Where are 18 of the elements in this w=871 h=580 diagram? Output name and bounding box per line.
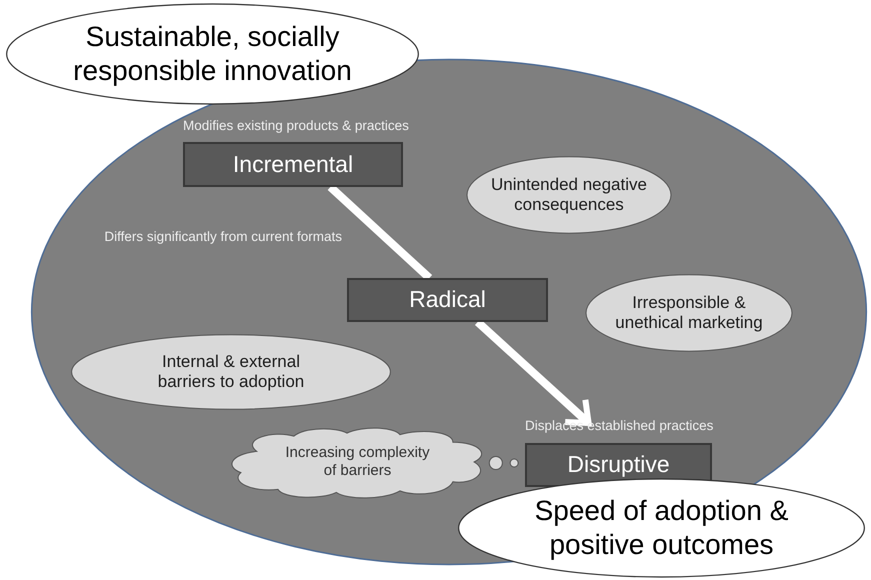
node-label: Internal & external barriers to adoption xyxy=(156,352,306,392)
title-ellipse xyxy=(457,478,866,578)
stage-description: Differs significantly from current formats xyxy=(103,229,342,244)
issue-ellipse xyxy=(466,156,672,234)
node-label: Sustainable, socially responsible innovation xyxy=(72,20,353,88)
node-label: Disruptive xyxy=(567,451,670,479)
node-label: Incremental xyxy=(232,150,354,178)
node-label: Unintended negative consequences xyxy=(490,174,648,216)
node-label: Increasing complexity of barriers xyxy=(284,444,431,480)
node-label: Irresponsible & unethical marketing xyxy=(614,292,764,334)
node-label: Speed of adoption & positive outcomes xyxy=(534,494,790,562)
node-label: Radical xyxy=(409,286,486,314)
stage-box xyxy=(347,278,548,322)
issue-ellipse xyxy=(70,334,392,410)
title-ellipse xyxy=(5,3,420,105)
stage-box xyxy=(183,142,403,187)
stage-description: Modifies existing products & practices xyxy=(183,118,410,133)
issue-ellipse xyxy=(585,274,793,352)
